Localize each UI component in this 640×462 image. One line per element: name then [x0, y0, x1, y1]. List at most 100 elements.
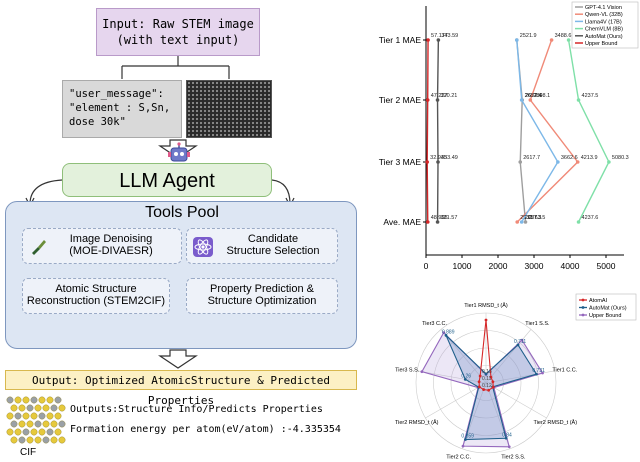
- radar-point: [487, 388, 491, 392]
- user-message-value-line1: "element : S,Sn,: [69, 102, 171, 114]
- crystal-atom: [58, 404, 66, 412]
- data-label: 2521.9: [520, 33, 537, 39]
- tool-candidate-selection: Candidate Structure Selection: [186, 228, 338, 264]
- radar-axis-label: Tier2 RMSD_t (Å): [395, 419, 439, 426]
- crystal-atom: [22, 396, 30, 404]
- data-point: [436, 38, 441, 42]
- radar-point: [463, 377, 467, 381]
- tool3-line2: Reconstruction (STEM2CIF): [26, 295, 166, 307]
- x-tick-label: 1000: [453, 261, 472, 271]
- crystal-atom: [50, 436, 58, 444]
- data-label: 3488.6: [555, 33, 572, 39]
- radar-inner-label: 0.13: [482, 369, 492, 375]
- data-label: 2763.5: [528, 215, 545, 221]
- radar-value-label: 0.889: [442, 329, 455, 335]
- tool4-line1: Property Prediction &: [210, 283, 314, 295]
- radar-point: [477, 380, 481, 384]
- crystal-atom: [18, 420, 26, 428]
- crystal-atom: [42, 436, 50, 444]
- radar-axis-label: Tier2 RMSD_t (Å): [534, 419, 578, 426]
- radar-spoke: [417, 370, 487, 384]
- data-point: [519, 98, 524, 102]
- x-tick-label: 4000: [561, 261, 580, 271]
- radar-point: [461, 444, 465, 448]
- data-point: [576, 220, 581, 224]
- x-tick-label: 0: [424, 261, 429, 271]
- radar-point: [442, 331, 446, 334]
- y-tick-label: Ave. MAE: [383, 217, 421, 227]
- radar-value-label: 0.731: [532, 368, 545, 374]
- legend-label: Qwen-VL (32B): [585, 12, 623, 18]
- data-point: [528, 98, 533, 102]
- data-point: [556, 160, 560, 164]
- radar-legend-marker: [581, 313, 585, 317]
- crystal-atom: [18, 436, 26, 444]
- tool-property-prediction: Property Prediction & Structure Optimiza…: [186, 278, 338, 314]
- data-label: 5080.3: [612, 155, 629, 161]
- radar-point: [484, 372, 488, 376]
- radar-chart: Tier1 RMSD_t (Å)Tier1 S.S.Tier1 C.C.Tier…: [395, 293, 637, 460]
- radar-axis-label: Tier2 S.S.: [501, 454, 526, 460]
- crystal-atom: [34, 420, 42, 428]
- legend-label: AutoMat (Ours): [585, 34, 623, 40]
- crystal-atom: [6, 412, 14, 420]
- input-box: Input: Raw STEM image (with text input): [96, 8, 260, 56]
- crystal-atom: [18, 404, 26, 412]
- data-label: 57.177: [431, 33, 448, 39]
- crystal-atom: [6, 396, 14, 404]
- crystal-atom: [54, 396, 62, 404]
- data-label: 2657.3: [525, 215, 542, 221]
- radar-point: [444, 333, 448, 337]
- crystal-atom: [14, 412, 22, 420]
- radar-axis-label: Tier1 C.C.: [552, 367, 577, 373]
- crystal-atom: [26, 420, 34, 428]
- data-label: 2672.6: [525, 93, 542, 99]
- radar-point: [520, 338, 524, 342]
- crystal-atom: [54, 428, 62, 436]
- crystal-atom: [58, 436, 66, 444]
- radar-point: [477, 385, 481, 389]
- crystal-atom: [10, 420, 18, 428]
- crystal-atom: [58, 420, 66, 428]
- crystal-atom: [46, 396, 54, 404]
- legend-box: [571, 1, 639, 49]
- data-point: [575, 160, 580, 164]
- radar-value-label: 0.711: [514, 339, 526, 345]
- crystal-atom: [30, 428, 38, 436]
- radar-inner-label: 0.12: [482, 383, 492, 389]
- crystal-structure-image: [6, 396, 66, 444]
- series-line: [567, 39, 610, 223]
- y-tick-label: Tier 2 MAE: [379, 95, 422, 105]
- data-point: [425, 160, 429, 164]
- radar-series-polygon: [445, 334, 538, 441]
- data-label: 321.57: [441, 215, 458, 221]
- crystal-atom: [46, 412, 54, 420]
- crystal-atom: [26, 436, 34, 444]
- series-line: [516, 39, 559, 223]
- data-point: [426, 38, 430, 42]
- radar-value-label: 0.84: [502, 432, 512, 438]
- output-box: Output: Optimized AtomicStructure & Pred…: [5, 370, 357, 407]
- crystal-atom: [54, 412, 62, 420]
- radar-spoke: [485, 382, 547, 419]
- tools-pool-box: Tools Pool Image Denoising (MOE-DIVAESR)…: [5, 201, 357, 349]
- radar-point: [507, 445, 511, 449]
- radar-axis-label: Tier1 S.S.: [525, 321, 550, 327]
- data-point: [549, 38, 554, 42]
- data-label: 320.21: [441, 93, 458, 99]
- outputs-info: Outputs:Structure Info/Predicts Properti…: [70, 404, 323, 415]
- data-point: [435, 220, 440, 224]
- data-point: [435, 98, 440, 102]
- data-label: 47.227: [431, 93, 448, 99]
- data-label: 2533.7: [520, 215, 537, 221]
- llm-agent-box: LLM Agent: [62, 163, 272, 197]
- radar-point: [478, 374, 482, 378]
- radar-value-label: 0.26: [461, 373, 471, 379]
- crystal-atom: [10, 404, 18, 412]
- series-line: [436, 39, 440, 223]
- formation-energy: Formation energy per atom(eV/atom) :-4.3…: [70, 424, 341, 435]
- series-line: [516, 39, 527, 223]
- data-label: 2898.1: [533, 93, 550, 99]
- data-point: [523, 220, 528, 224]
- radar-axis-label: Tier2 C.C.: [446, 454, 471, 460]
